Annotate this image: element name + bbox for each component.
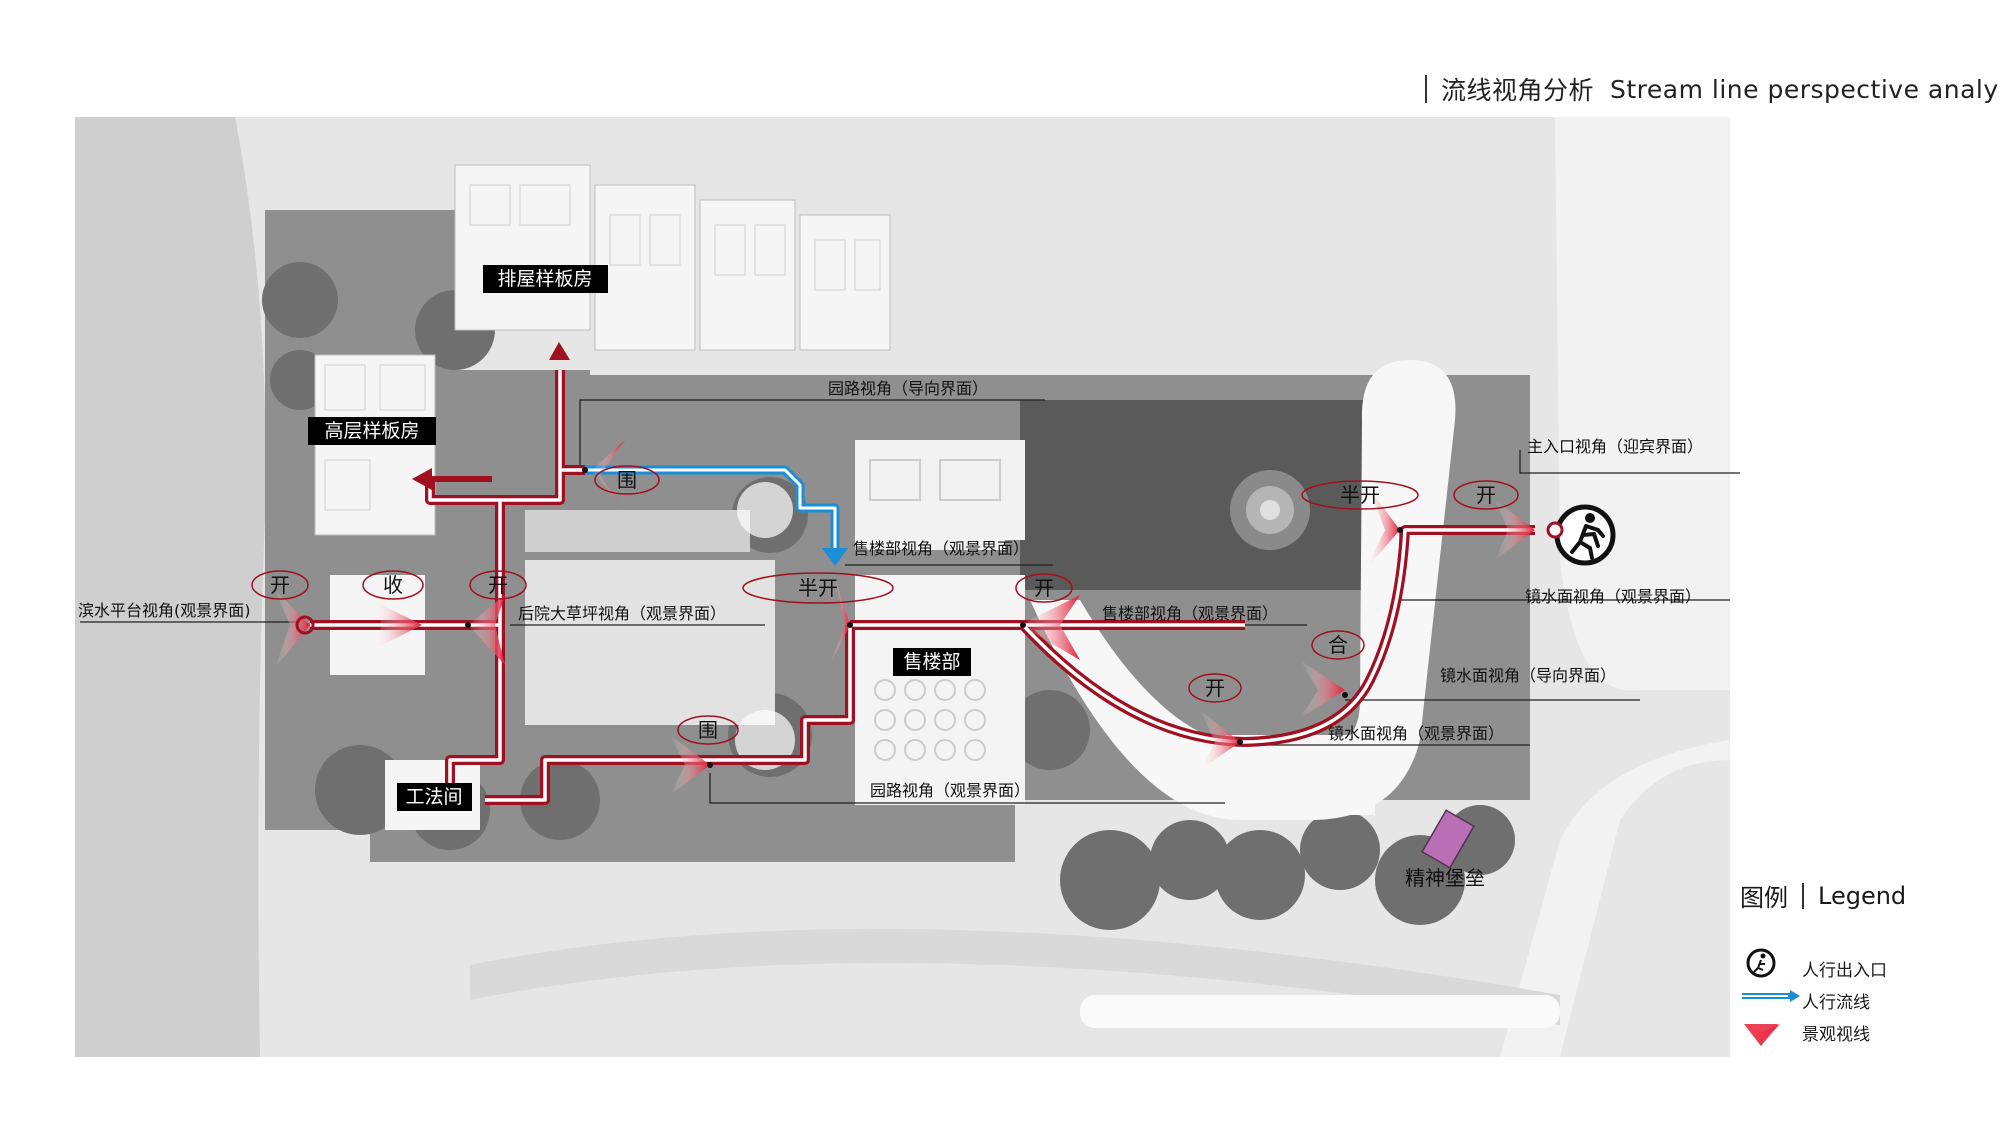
marker-half-open-1: 半开 bbox=[798, 576, 838, 600]
sightline-fan-8 bbox=[1200, 710, 1240, 770]
legend-item-flow: 人行流线 bbox=[1802, 993, 1870, 1013]
sightline-fan-7 bbox=[670, 735, 710, 795]
marker-open-4: 开 bbox=[1476, 483, 1496, 507]
legend-entry-icon bbox=[1746, 948, 1776, 978]
label-sales-view-2: 售楼部视角（观景界面） bbox=[1102, 604, 1278, 623]
page-title: 流线视角分析 Stream line perspective analysis bbox=[1425, 72, 2000, 106]
sightline-fan-9 bbox=[1365, 490, 1400, 570]
label-method-room: 工法间 bbox=[405, 786, 462, 808]
marker-half-open-2: 半开 bbox=[1340, 483, 1380, 507]
sales-office-main bbox=[855, 575, 1025, 805]
sightline-fan-4 bbox=[592, 440, 625, 505]
marker-enclose-2: 围 bbox=[698, 718, 718, 742]
sightline-fan-3 bbox=[468, 595, 505, 665]
legend-header: 图例 Legend bbox=[1740, 878, 1906, 913]
waterfront-node bbox=[295, 615, 315, 635]
backyard-lawn bbox=[525, 560, 775, 725]
bottom-path bbox=[1080, 995, 1560, 1028]
label-sales-office: 售楼部 bbox=[903, 651, 960, 673]
spirit-fort bbox=[1421, 809, 1475, 869]
mirror-pool bbox=[1020, 400, 1420, 590]
label-garden-guide: 园路视角（导向界面） bbox=[828, 379, 988, 398]
legend-sightline-icon bbox=[1742, 1024, 1780, 1046]
marker-open-2: 开 bbox=[488, 573, 508, 597]
sightline-fans bbox=[275, 440, 1535, 795]
legend-item-entry: 人行出入口 bbox=[1802, 961, 1887, 981]
marker-enclose-1: 围 bbox=[617, 468, 637, 492]
right-road bbox=[1500, 117, 1730, 1057]
flow-arrow-head bbox=[822, 548, 848, 566]
legend-title-cn: 图例 bbox=[1740, 884, 1788, 912]
sales-office-furniture bbox=[869, 459, 1001, 761]
legend-divider bbox=[1802, 882, 1804, 909]
sightline-fan-6 bbox=[1020, 595, 1080, 660]
legend: 图例 Legend 人行出入口 人行流线 景观视线 bbox=[1740, 878, 1980, 1058]
label-mirror-water-guide: 镜水面视角（导向界面） bbox=[1440, 666, 1616, 685]
curved-walkway bbox=[1030, 360, 1456, 820]
title-cn: 流线视角分析 bbox=[1441, 76, 1595, 105]
leader-lines bbox=[80, 399, 1740, 804]
pedestrian-entry-icon bbox=[1554, 504, 1616, 566]
legend-title-en: Legend bbox=[1818, 881, 1907, 910]
label-highrise: 高层样板房 bbox=[324, 420, 419, 442]
left-terrain bbox=[75, 117, 266, 1057]
sightline-fan-5 bbox=[830, 578, 850, 665]
label-row-house: 排屋样板房 bbox=[497, 268, 592, 290]
legend-icons bbox=[1742, 948, 1800, 1046]
marker-open-1: 开 bbox=[270, 573, 290, 597]
legend-item-sightline: 景观视线 bbox=[1802, 1025, 1870, 1045]
pedestrian-flow bbox=[585, 465, 840, 548]
bottom-road bbox=[470, 928, 1560, 1025]
label-sales-view: 售楼部视角（观景界面） bbox=[853, 539, 1029, 558]
label-spirit-fort: 精神堡垒 bbox=[1405, 866, 1485, 890]
label-mirror-water-2: 镜水面视角（观景界面） bbox=[1328, 724, 1504, 743]
route-arrow-west bbox=[412, 468, 432, 490]
marker-ellipses bbox=[251, 465, 1519, 745]
route-arrow-north bbox=[549, 342, 570, 360]
marker-open-5: 开 bbox=[1205, 676, 1225, 700]
marker-open-3: 开 bbox=[1034, 576, 1054, 600]
label-garden-view: 园路视角（观景界面） bbox=[870, 781, 1030, 800]
sightline-fan-10 bbox=[1495, 500, 1535, 560]
title-en: Stream line perspective analysis bbox=[1610, 74, 2000, 104]
sightline-fan-2 bbox=[275, 590, 310, 668]
sightline-fan-1 bbox=[372, 600, 422, 650]
label-backyard-lawn: 后院大草坪视角（观景界面） bbox=[518, 604, 726, 623]
label-main-entry: 主入口视角（迎宾界面） bbox=[1527, 437, 1703, 456]
marker-close-1: 收 bbox=[383, 573, 403, 597]
sightline-fan-11 bbox=[1300, 660, 1345, 718]
title-divider bbox=[1425, 75, 1427, 103]
route-nodes bbox=[465, 467, 1403, 768]
label-mirror-water-1: 镜水面视角（观景界面） bbox=[1525, 587, 1701, 606]
label-waterfront: 滨水平台视角(观景界面) bbox=[78, 601, 251, 620]
legend-flow-icon bbox=[1742, 990, 1800, 1002]
marker-merge: 合 bbox=[1328, 633, 1348, 657]
